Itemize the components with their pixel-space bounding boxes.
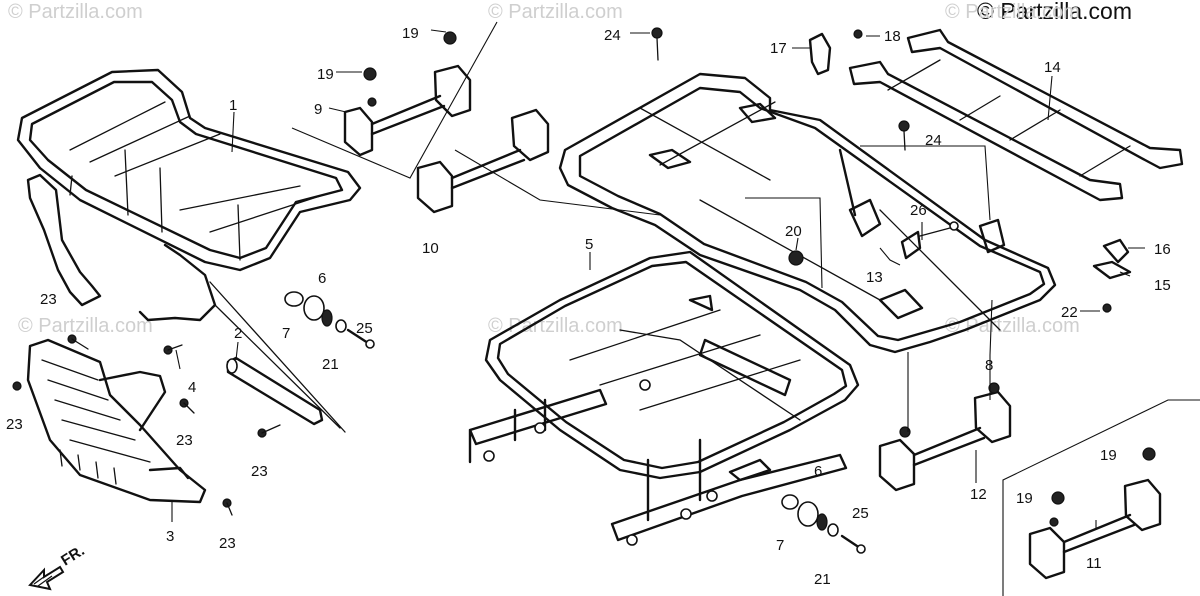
callout-14: 14 <box>1044 59 1061 76</box>
leader-lines <box>171 29 1145 530</box>
callout-20: 20 <box>785 223 802 240</box>
callout-24a: 24 <box>604 27 621 44</box>
direction-label: FR. <box>58 542 88 569</box>
callout-5: 5 <box>585 236 593 253</box>
callout-25b: 25 <box>852 505 869 522</box>
callout-3: 3 <box>166 528 174 545</box>
callout-1: 1 <box>229 97 237 114</box>
callout-10: 10 <box>422 240 439 257</box>
callout-23e: 23 <box>219 535 236 552</box>
callout-23b: 23 <box>6 416 23 433</box>
callout-16: 16 <box>1154 241 1171 258</box>
bolt-group-23 <box>12 334 281 516</box>
callout-7a: 7 <box>282 325 290 342</box>
small-parts-right <box>651 27 1132 313</box>
callout-23c: 23 <box>176 432 193 449</box>
bracket-assembly-9 <box>291 21 498 179</box>
watermark: © Partzilla.com <box>8 1 143 23</box>
copyright-notice: © Partzilla.com <box>977 0 1132 24</box>
callout-26: 26 <box>910 202 927 219</box>
callout-13: 13 <box>866 269 883 286</box>
callout-11: 11 <box>1086 555 1102 572</box>
callout-24b: 24 <box>925 132 942 149</box>
callout-25a: 25 <box>356 320 373 337</box>
callout-19a: 19 <box>402 25 419 42</box>
callout-12: 12 <box>970 486 987 503</box>
rear-carrier-frame-drawing <box>558 72 1057 354</box>
watermark: © Partzilla.com <box>488 1 623 23</box>
callout-23a: 23 <box>40 291 57 308</box>
callout-19c: 19 <box>1100 447 1117 464</box>
watermark: © Partzilla.com <box>945 315 1080 337</box>
spacer-group-right <box>781 494 866 554</box>
callout-6a: 6 <box>318 270 326 287</box>
callout-19d: 19 <box>1016 490 1033 507</box>
callout-23d: 23 <box>251 463 268 480</box>
front-carrier-drawing <box>16 68 362 433</box>
skid-plate-drawing <box>26 338 207 504</box>
callout-8: 8 <box>985 357 993 374</box>
callout-2: 2 <box>234 325 242 342</box>
callout-4: 4 <box>188 379 196 396</box>
callout-19b: 19 <box>317 66 334 83</box>
callout-6b: 6 <box>814 463 822 480</box>
callout-21b: 21 <box>814 571 831 588</box>
callout-15: 15 <box>1154 277 1171 294</box>
callout-21a: 21 <box>322 356 339 373</box>
callout-17: 17 <box>770 40 787 57</box>
lower-frame-drawing <box>468 250 860 546</box>
front-direction-arrow-icon <box>28 565 65 591</box>
watermark: © Partzilla.com <box>945 1 1080 23</box>
watermark: © Partzilla.com <box>18 315 153 337</box>
callout-18: 18 <box>884 28 901 45</box>
bracket-assembly-11 <box>1002 399 1200 596</box>
spacer-group-left <box>284 291 375 349</box>
callout-9: 9 <box>314 101 322 118</box>
callout-numbers: 1 2 3 4 5 6 6 7 7 8 9 10 11 12 13 14 15 … <box>6 25 1171 588</box>
watermark-group: © Partzilla.com © Partzilla.com © Partzi… <box>8 1 1080 337</box>
watermark: © Partzilla.com <box>488 315 623 337</box>
rack-drawing <box>848 28 1184 202</box>
callout-22: 22 <box>1061 304 1078 321</box>
callout-7b: 7 <box>776 537 784 554</box>
